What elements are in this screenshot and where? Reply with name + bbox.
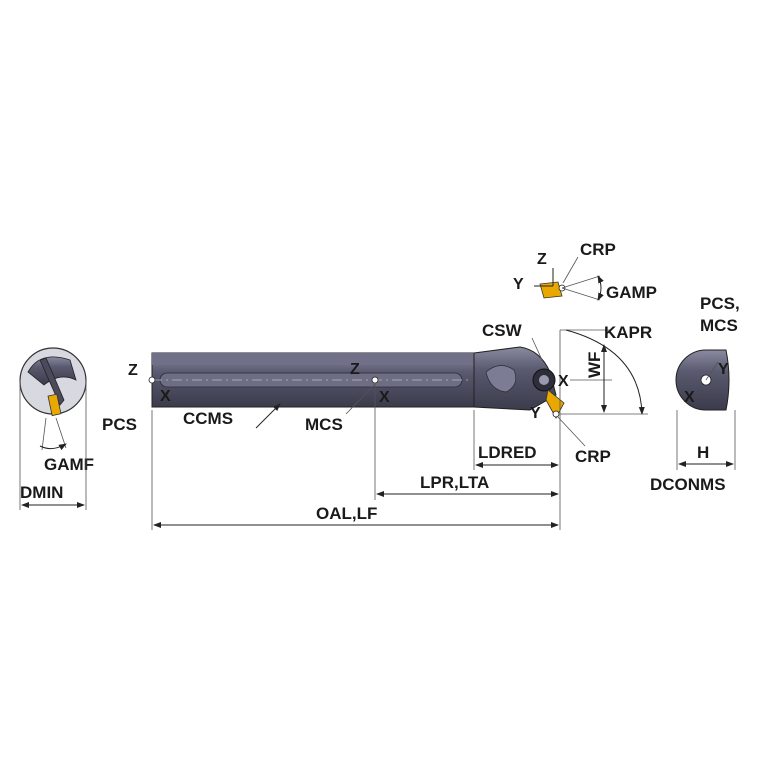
coordinate-markers: Z X PCS Z X MCS CCMS — [102, 361, 390, 434]
z-left-label: Z — [128, 362, 138, 379]
pcs-mcs-leader — [705, 361, 719, 381]
crp-bottom-leader — [556, 415, 586, 447]
head-dimensions: CSW KAPR WF X Y CRP — [482, 321, 652, 530]
y-head-label: Y — [530, 405, 541, 422]
h-label: H — [697, 443, 709, 462]
mcs-leader — [345, 383, 376, 415]
clamp-screw-center — [539, 375, 549, 385]
csw-label: CSW — [482, 321, 523, 340]
gamf-arc — [39, 443, 67, 451]
y-top-label: Y — [513, 276, 524, 293]
crp-top-label: CRP — [580, 240, 616, 259]
bar-highlight — [152, 353, 474, 365]
ccms-leader — [255, 403, 281, 429]
x-mid-label: X — [379, 389, 390, 406]
gamf-line-1 — [41, 417, 47, 451]
x-head-label: X — [558, 373, 569, 390]
ldred-label: LDRED — [478, 443, 537, 462]
x-left-label: X — [160, 388, 171, 405]
head-chip-pocket — [485, 365, 517, 393]
mcs-point — [371, 376, 379, 384]
gamf-label: GAMF — [44, 455, 94, 474]
mcs-label: MCS — [305, 415, 343, 434]
left-end-insert — [47, 393, 62, 417]
z-top-label: Z — [537, 251, 547, 268]
wf-label: WF — [585, 352, 604, 378]
pcs-mcs-label-1: PCS, — [700, 294, 740, 313]
csw-leader — [531, 337, 543, 361]
gamp-arc — [597, 275, 604, 301]
left-end-view: GAMF DMIN — [19, 347, 94, 510]
lpr-lta-label: LPR,LTA — [420, 473, 489, 492]
length-dimensions: LDRED LPR,LTA OAL,LF — [151, 384, 559, 530]
head-insert — [545, 389, 565, 419]
oal-lf-label: OAL,LF — [316, 504, 377, 523]
dmin-label: DMIN — [20, 483, 63, 502]
z-mid-label: Z — [350, 361, 360, 378]
crp-bottom-label: CRP — [575, 447, 611, 466]
insert-detail: Z Y CRP GAMP — [513, 240, 657, 302]
detail-insert — [539, 281, 563, 299]
kapr-arc — [565, 329, 645, 415]
boring-bar — [151, 346, 565, 419]
x-end-label: X — [684, 389, 695, 406]
gamp-label: GAMP — [606, 283, 657, 302]
ccms-label: CCMS — [183, 409, 233, 428]
pcs-point — [148, 376, 156, 384]
gamp-line-1 — [561, 275, 601, 289]
crp-point — [552, 410, 560, 418]
gamf-line-2 — [55, 417, 67, 449]
pcs-label: PCS — [102, 415, 137, 434]
y-end-label: Y — [718, 361, 729, 378]
right-end-view: PCS, MCS Y X H DCONMS — [650, 294, 740, 494]
pcs-mcs-label-2: MCS — [700, 316, 738, 335]
dconms-label: DCONMS — [650, 475, 726, 494]
kapr-label: KAPR — [604, 323, 652, 342]
left-end-shank — [39, 357, 65, 406]
gamp-line-2 — [561, 287, 601, 301]
crp-top-leader — [562, 256, 579, 284]
